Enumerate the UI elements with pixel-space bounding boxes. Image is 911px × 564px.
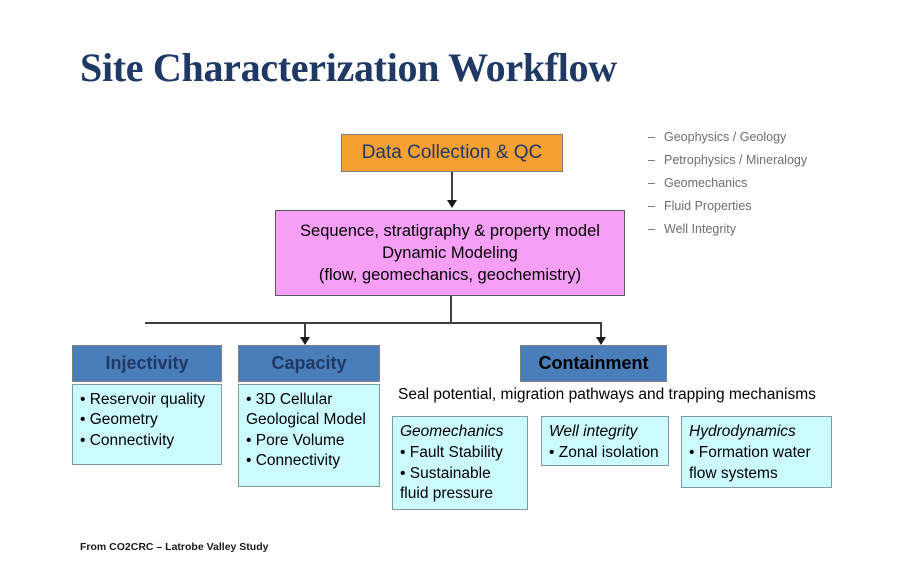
containment-subbox-well-integrity[interactable]: Well integrity • Zonal isolation bbox=[541, 416, 669, 466]
subbox-title: Hydrodynamics bbox=[689, 423, 796, 440]
pillar-header-capacity[interactable]: Capacity bbox=[238, 345, 380, 382]
modeling-line-3: (flow, geomechanics, geochemistry) bbox=[318, 266, 582, 285]
list-item: – Fluid Properties bbox=[648, 199, 807, 213]
list-item-label: Well Integrity bbox=[664, 222, 737, 236]
source-footer: From CO2CRC – Latrobe Valley Study bbox=[80, 541, 269, 553]
pillar-header-injectivity[interactable]: Injectivity bbox=[72, 345, 222, 382]
subbox-title: Geomechanics bbox=[400, 423, 504, 440]
pillar-body-capacity[interactable]: • 3D Cellular Geological Model • Pore Vo… bbox=[238, 384, 380, 487]
page-title: Site Characterization Workflow bbox=[80, 45, 617, 90]
arrow-to-capacity bbox=[300, 337, 310, 345]
dash-icon: – bbox=[648, 199, 655, 213]
list-item: • 3D Cellular Geological Model bbox=[246, 391, 366, 429]
pillar-body-injectivity[interactable]: • Reservoir quality • Geometry • Connect… bbox=[72, 384, 222, 465]
arrow-orange-to-pink bbox=[447, 200, 457, 208]
list-item: – Geophysics / Geology bbox=[648, 130, 807, 144]
list-item: • Sustainable fluid pressure bbox=[400, 464, 494, 503]
connector-to-capacity bbox=[304, 322, 306, 342]
list-item-label: Geomechanics bbox=[664, 176, 748, 190]
containment-subbox-geomechanics[interactable]: Geomechanics • Fault Stability • Sustain… bbox=[392, 416, 528, 510]
containment-subbox-hydrodynamics[interactable]: Hydrodynamics • Formation water flow sys… bbox=[681, 416, 832, 488]
connector-to-containment bbox=[600, 322, 602, 342]
connector-orange-to-pink bbox=[451, 172, 453, 206]
list-item: • Pore Volume bbox=[246, 431, 345, 449]
list-item: • Fault Stability bbox=[400, 444, 503, 462]
list-item: • Zonal isolation bbox=[549, 444, 659, 462]
modeling-line-2: Dynamic Modeling bbox=[382, 243, 518, 262]
arrow-to-containment bbox=[596, 337, 606, 345]
list-item: • Reservoir quality bbox=[80, 391, 206, 408]
modeling-line-1: Sequence, stratigraphy & property model bbox=[300, 221, 600, 240]
pillar-header-containment[interactable]: Containment bbox=[520, 345, 667, 382]
subbox-title: Well integrity bbox=[549, 423, 638, 440]
list-item-label: Geophysics / Geology bbox=[664, 130, 787, 144]
node-data-collection[interactable]: Data Collection & QC bbox=[341, 134, 563, 172]
list-item: – Geomechanics bbox=[648, 176, 807, 190]
connector-pink-stem bbox=[450, 296, 452, 323]
list-item: • Formation water flow systems bbox=[689, 444, 811, 482]
list-item-label: Fluid Properties bbox=[664, 199, 752, 213]
containment-caption: Seal potential, migration pathways and t… bbox=[398, 386, 816, 403]
list-item: • Connectivity bbox=[80, 431, 175, 449]
list-item-label: Petrophysics / Mineralogy bbox=[664, 153, 808, 167]
node-modeling[interactable]: Sequence, stratigraphy & property model … bbox=[275, 210, 625, 296]
list-item: • Geometry bbox=[80, 411, 158, 429]
dash-icon: – bbox=[648, 222, 655, 236]
dash-icon: – bbox=[648, 176, 655, 190]
dash-icon: – bbox=[648, 153, 655, 167]
data-types-list: – Geophysics / Geology – Petrophysics / … bbox=[648, 130, 807, 245]
connector-horizontal-bus bbox=[145, 322, 601, 324]
dash-icon: – bbox=[648, 130, 655, 144]
list-item: – Well Integrity bbox=[648, 222, 807, 236]
list-item: – Petrophysics / Mineralogy bbox=[648, 153, 807, 167]
list-item: • Connectivity bbox=[246, 452, 341, 470]
